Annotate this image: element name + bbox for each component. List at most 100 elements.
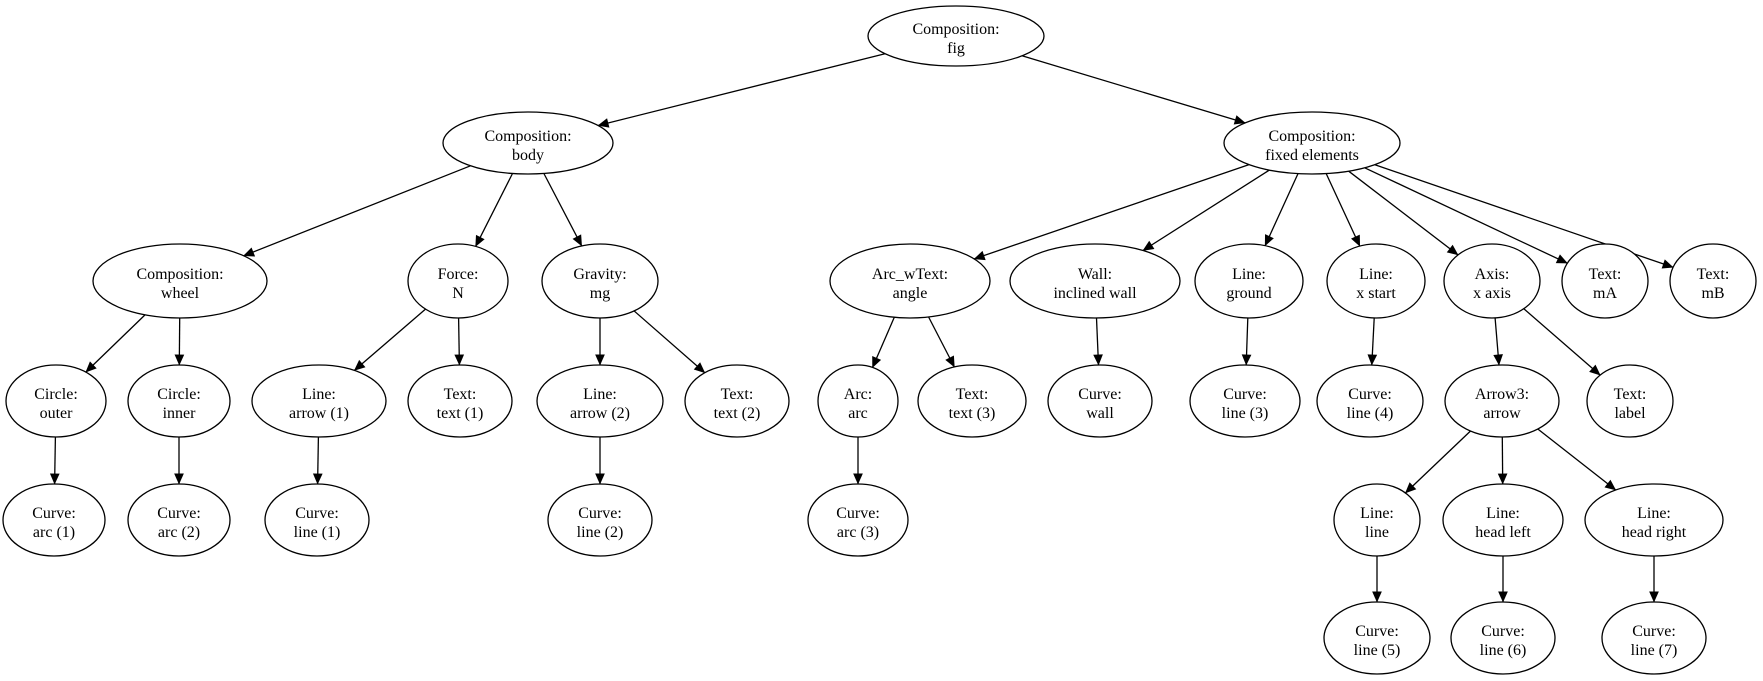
node-line1: Curve:line (1) — [264, 483, 370, 557]
node-ellipse-text1 — [407, 364, 513, 438]
node-label-type-mA: Text: — [1589, 266, 1622, 283]
node-label-type-outer: Circle: — [34, 386, 78, 403]
node-ellipse-mB — [1669, 243, 1757, 319]
node-label-type-arrow3: Arrow3: — [1475, 386, 1529, 403]
node-arrow1: Line: arrow (1) — [251, 364, 387, 438]
node-label-type-text3: Text: — [956, 386, 989, 403]
node-ellipse-xaxis — [1443, 243, 1541, 319]
edge-forceN-text1 — [454, 317, 465, 366]
node-line5: Curve:line (5) — [1323, 601, 1431, 675]
node-ellipse-line4 — [1316, 364, 1424, 438]
node-label-type-line6: Curve: — [1481, 623, 1525, 640]
node-ellipse-arc — [817, 364, 899, 438]
edge-arrow1-line1 — [312, 436, 323, 485]
node-ellipse-fixed — [1223, 111, 1401, 175]
node-label-type-mB: Text: — [1697, 266, 1730, 283]
node-xstart: Line: x start — [1326, 243, 1426, 319]
node-label-type-fig: Composition: — [912, 21, 999, 38]
node-label-name-arrow3: arrow — [1483, 405, 1521, 422]
edge-forceN-arrow1 — [353, 308, 426, 371]
edge-fixed-xstart — [1325, 173, 1361, 247]
node-ellipse-headleft — [1442, 483, 1564, 557]
node-label-type-inner: Circle: — [157, 386, 201, 403]
node-label-name-line7: line (7) — [1631, 642, 1678, 659]
node-mB: Text: mB — [1669, 243, 1757, 319]
node-line7: Curve: line (7) — [1601, 601, 1707, 675]
edge-fixed-mA — [1364, 167, 1568, 264]
node-ground: Line:ground — [1194, 243, 1304, 319]
node-headleft: Line:head left — [1442, 483, 1564, 557]
node-label-type-wheel: Composition: — [136, 266, 223, 283]
node-label-name-line2: line (2) — [577, 524, 624, 541]
node-label-type-arc1: Curve: — [32, 505, 76, 522]
node-label-name-labelnode: label — [1614, 405, 1646, 422]
node-label-type-gravity: Gravity: — [573, 266, 626, 283]
node-ellipse-line6 — [1450, 601, 1556, 675]
node-label-name-arc2: arc (2) — [158, 524, 200, 541]
node-line6: Curve: line (6) — [1450, 601, 1556, 675]
node-ellipse-mA — [1561, 243, 1649, 319]
node-label-type-headright: Line: — [1637, 505, 1671, 522]
node-outer: Circle:outer — [5, 364, 107, 438]
node-wall: Wall:inclined wall — [1009, 243, 1181, 319]
node-label-name-xaxis: x axis — [1473, 285, 1511, 302]
node-line4: Curve:line (4) — [1316, 364, 1424, 438]
node-label-type-forceN: Force: — [438, 266, 479, 283]
node-label-name-inner: inner — [163, 405, 197, 422]
edge-fig-body — [597, 53, 886, 128]
node-line2: Curve: line (2) — [547, 483, 653, 557]
edge-fixed-xaxis — [1348, 170, 1459, 256]
node-ellipse-outer — [5, 364, 107, 438]
node-curvewall: Curve:wall — [1047, 364, 1153, 438]
node-ellipse-gravity — [541, 243, 659, 319]
node-label-name-text2: text (2) — [714, 405, 761, 422]
node-ellipse-xstart — [1326, 243, 1426, 319]
node-label-type-line2: Curve: — [578, 505, 622, 522]
node-label-type-lineline: Line: — [1360, 505, 1394, 522]
node-ellipse-wall — [1009, 243, 1181, 319]
node-label-type-ground: Line: — [1232, 266, 1266, 283]
edge-angle-arc — [871, 317, 895, 369]
node-ellipse-body — [442, 111, 614, 175]
node-ellipse-inner — [127, 364, 231, 438]
edge-xaxis-arrow3 — [1493, 317, 1503, 366]
edge-wheel-outer — [85, 314, 146, 373]
node-ellipse-line5 — [1323, 601, 1431, 675]
node-label-name-arc: arc — [848, 405, 868, 422]
node-label-type-body: Composition: — [484, 128, 571, 145]
node-label-name-wheel: wheel — [161, 285, 200, 302]
edge-body-forceN — [475, 173, 514, 247]
edge-fixed-ground — [1264, 173, 1299, 247]
node-label-name-xstart: x start — [1356, 285, 1396, 302]
node-label-name-arrow1: arrow (1) — [289, 405, 349, 422]
node-ellipse-line1 — [264, 483, 370, 557]
node-ellipse-headright — [1584, 483, 1724, 557]
node-label-name-line6: line (6) — [1480, 642, 1527, 659]
node-label-name-line1: line (1) — [294, 524, 341, 541]
node-ellipse-arrow3 — [1444, 364, 1560, 438]
node-label-type-text1: Text: — [444, 386, 477, 403]
node-label-name-lineline: line — [1365, 524, 1389, 541]
node-line3: Curve:line (3) — [1189, 364, 1301, 438]
node-arc: Arc:arc — [817, 364, 899, 438]
node-label-type-angle: Arc_wText: — [872, 266, 948, 283]
node-ellipse-text3 — [917, 364, 1027, 438]
node-label-name-text1: text (1) — [437, 405, 484, 422]
node-label-type-xstart: Line: — [1359, 266, 1393, 283]
node-label-type-text2: Text: — [721, 386, 754, 403]
node-label-name-line5: line (5) — [1354, 642, 1401, 659]
node-ellipse-forceN — [407, 243, 509, 319]
node-label-type-arc2: Curve: — [157, 505, 201, 522]
node-label-name-mB: mB — [1701, 285, 1724, 302]
node-label-name-curvewall: wall — [1086, 405, 1114, 422]
node-label-type-arc3: Curve: — [836, 505, 880, 522]
node-label-type-arrow1: Line: — [302, 386, 336, 403]
node-label-name-fixed: fixed elements — [1265, 147, 1359, 164]
node-label-type-wall: Wall: — [1078, 266, 1112, 283]
node-label-type-line7: Curve: — [1632, 623, 1676, 640]
node-headright: Line:head right — [1584, 483, 1724, 557]
edge-outer-arc1 — [49, 436, 60, 485]
node-ellipse-wheel — [92, 243, 268, 319]
node-mA: Text:mA — [1561, 243, 1649, 319]
node-arc2: Curve: arc (2) — [127, 483, 231, 557]
